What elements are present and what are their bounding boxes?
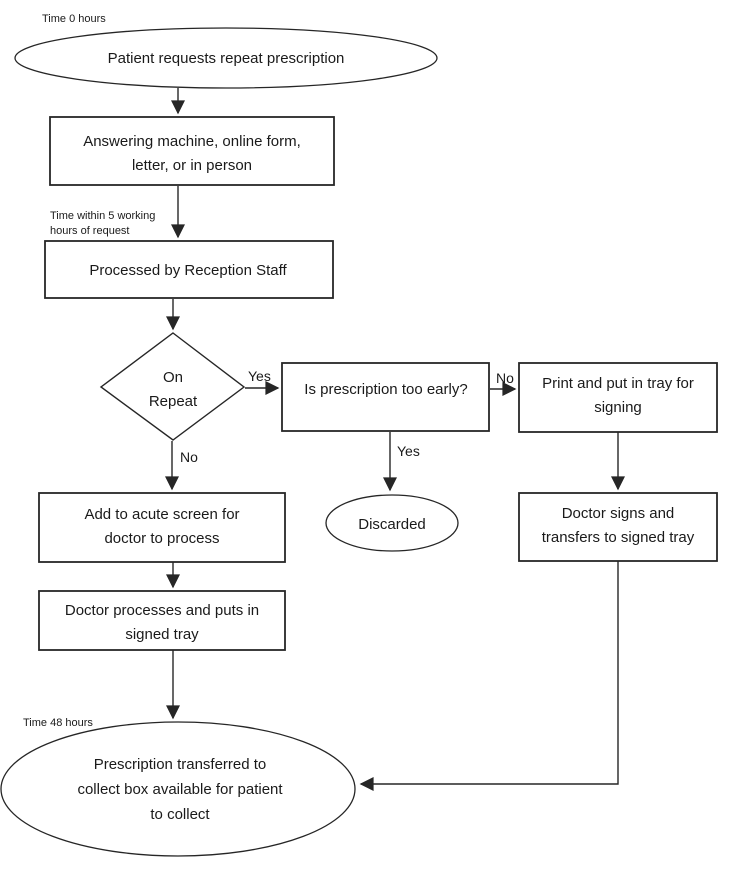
collect-box-label-line3: to collect [150,806,210,823]
doctor-signs-label-line2: transfers to signed tray [542,529,695,546]
node-doctor-signs: Doctor signs and transfers to signed tra… [518,492,718,562]
print-tray-label-line2: signing [594,399,642,416]
request-channel-box [49,116,335,186]
annotation-time-5-line2: hours of request [50,225,130,237]
doctor-signs-box [518,492,718,562]
edge-label-too-early-no: No [496,370,514,386]
request-channel-label-line1: Answering machine, online form, [83,133,301,150]
collect-box-label-line2: collect box available for patient [77,781,283,798]
discarded-label: Discarded [358,516,426,533]
on-repeat-label-line2: Repeat [149,393,198,410]
arrow-doctor-signs-to-collect-box [359,561,619,791]
acute-screen-label-line2: doctor to process [104,530,219,547]
node-on-repeat: On Repeat [99,332,246,441]
annotation-time-48: Time 48 hours [23,717,93,729]
node-request-channel: Answering machine, online form, letter, … [49,116,335,186]
doctor-processes-box [38,590,286,651]
edge-label-on-repeat-no: No [180,449,198,465]
doctor-processes-label-line1: Doctor processes and puts in [65,602,259,619]
print-tray-box [518,362,718,433]
acute-screen-label-line1: Add to acute screen for [84,506,239,523]
edge-label-too-early-yes: Yes [397,443,420,459]
node-start: Patient requests repeat prescription [14,27,438,89]
collect-box-label-line1: Prescription transferred to [94,756,267,773]
collect-box-ellipse [0,721,356,857]
node-acute-screen: Add to acute screen for doctor to proces… [38,492,286,563]
node-reception: Processed by Reception Staff [44,240,334,299]
acute-screen-box [38,492,286,563]
start-label: Patient requests repeat prescription [108,50,345,67]
too-early-label: Is prescription too early? [304,381,467,398]
node-collect-box: Prescription transferred to collect box … [0,721,356,857]
edge-label-on-repeat-yes: Yes [248,368,271,384]
too-early-box [281,362,490,432]
print-tray-label-line1: Print and put in tray for [542,375,694,392]
discarded-ellipse [325,494,459,552]
node-print-tray: Print and put in tray for signing [518,362,718,433]
doctor-processes-label-line2: signed tray [125,626,199,643]
node-discarded: Discarded [325,494,459,552]
annotation-time-5-line1: Time within 5 working [50,210,155,222]
doctor-signs-label-line1: Doctor signs and [562,505,675,522]
on-repeat-diamond [99,332,246,441]
start-ellipse [14,27,438,89]
reception-label: Processed by Reception Staff [89,262,287,279]
request-channel-label-line2: letter, or in person [132,157,252,174]
node-doctor-processes: Doctor processes and puts in signed tray [38,590,286,651]
on-repeat-label-line1: On [163,369,183,386]
reception-box [44,240,334,299]
node-too-early: Is prescription too early? [281,362,490,432]
annotation-time-0: Time 0 hours [42,13,106,25]
